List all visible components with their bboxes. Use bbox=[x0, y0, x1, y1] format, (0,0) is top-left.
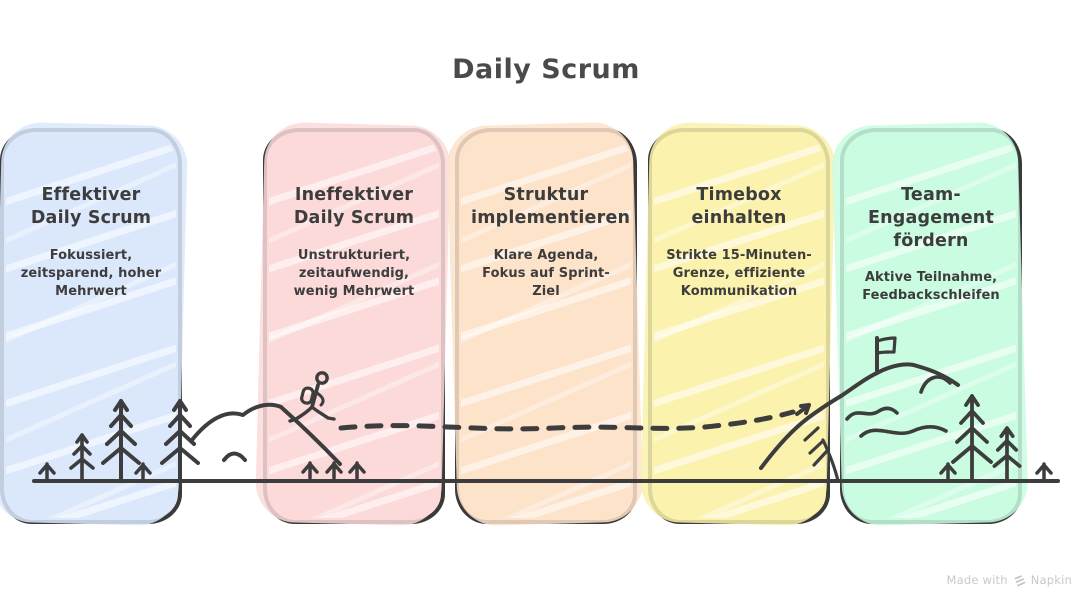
card-effektiver-daily-scrum: Effektiver Daily Scrum Fokussiert, zeits… bbox=[0, 128, 182, 524]
card-title: Struktur implementieren bbox=[471, 185, 631, 228]
made-with-napkin-link[interactable]: Made with Napkin bbox=[947, 573, 1073, 587]
brand-label: Napkin bbox=[1030, 573, 1072, 587]
card-title: Timebox einhalten bbox=[691, 185, 787, 228]
card-subtitle: Unstrukturiert, zeitaufwendig, wenig Meh… bbox=[293, 247, 415, 299]
card-team-engagement-foerdern: Team-Engagement fördern Aktive Teilnahme… bbox=[840, 128, 1022, 524]
page-title: Daily Scrum bbox=[452, 54, 640, 85]
card-subtitle: Fokussiert, zeitsparend, hoher Mehrwert bbox=[20, 247, 162, 299]
napkin-logo-icon bbox=[1014, 574, 1026, 586]
card-title: Ineffektiver Daily Scrum bbox=[293, 185, 415, 228]
card-subtitle: Klare Agenda, Fokus auf Sprint-Ziel bbox=[482, 247, 610, 299]
card-ineffektiver-daily-scrum: Ineffektiver Daily Scrum Unstrukturiert,… bbox=[263, 128, 445, 524]
made-with-label: Made with bbox=[946, 573, 1008, 587]
card-subtitle: Aktive Teilnahme, Feedbackschleifen bbox=[862, 270, 1000, 304]
card-subtitle: Strikte 15-Minuten-Grenze, effiziente Ko… bbox=[666, 247, 812, 299]
card-timebox-einhalten: Timebox einhalten Strikte 15-Minuten-Gre… bbox=[648, 128, 830, 524]
card-title: Effektiver Daily Scrum bbox=[30, 185, 152, 228]
card-struktur-implementieren: Struktur implementieren Klare Agenda, Fo… bbox=[455, 128, 637, 524]
card-title: Team-Engagement fördern bbox=[867, 185, 995, 251]
